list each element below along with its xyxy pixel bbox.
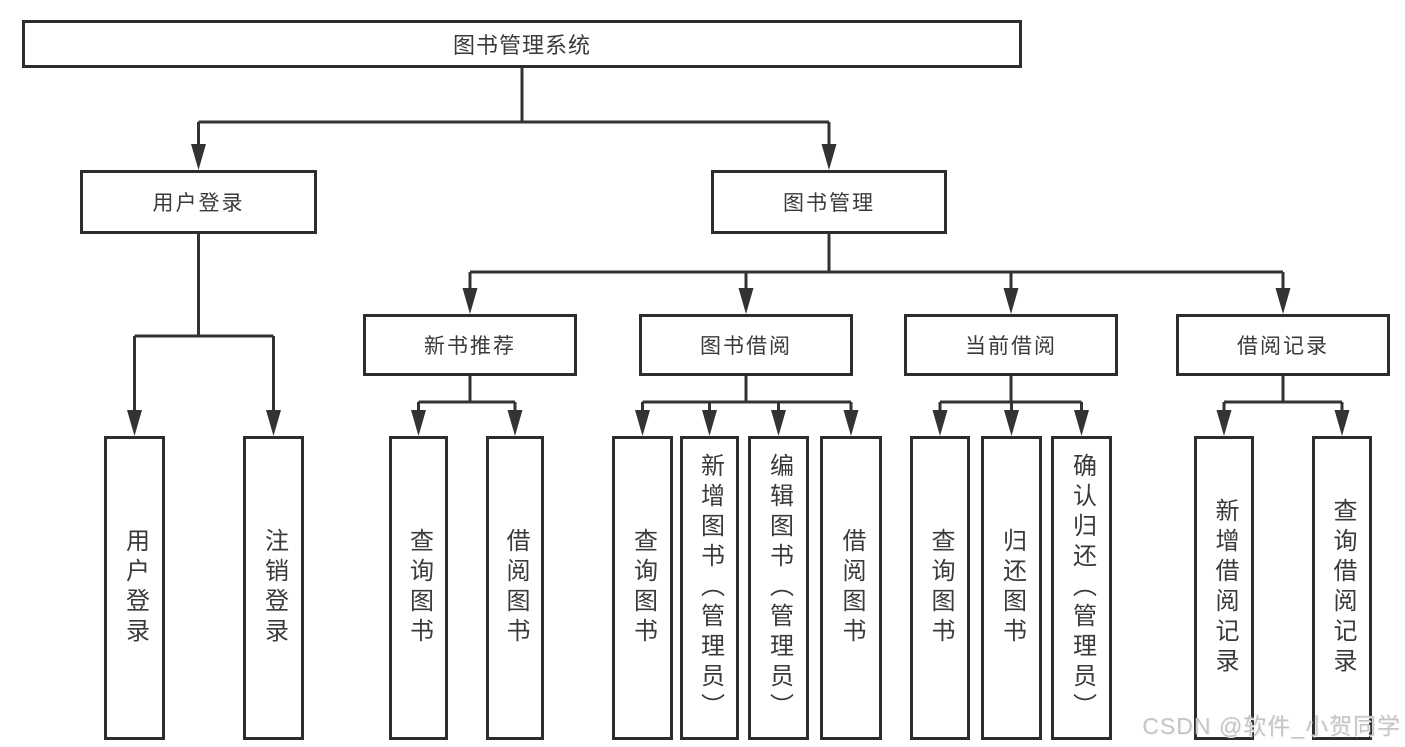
node-label: 用户登录 [152,192,245,215]
leaf-label: 查询图书 [927,528,954,648]
leaf-label: 查询借阅记录 [1329,498,1356,678]
node-root-system: 图书管理系统 [22,20,1022,68]
leaf-label: 查询图书 [629,528,657,648]
connector-borrow-record-to-leaves [1216,376,1350,436]
leaf-query-books-current: 查询图书 [910,436,970,740]
leaf-label: 新增图书（管理员） [696,453,724,723]
leaf-confirm-return-admin: 确认归还（管理员） [1051,436,1112,740]
node-label: 借阅记录 [1237,335,1329,358]
leaf-query-borrow-record: 查询借阅记录 [1312,436,1372,740]
node-book-management: 图书管理 [711,170,947,234]
connector-book-management-to-modules [462,234,1291,314]
leaf-add-books-admin: 新增图书（管理员） [680,436,739,740]
node-user-login: 用户登录 [80,170,317,234]
leaf-user-login: 用户登录 [104,436,165,740]
connector-book-borrow-to-leaves [635,376,859,436]
leaf-borrow-books-recommend: 借阅图书 [486,436,544,740]
leaf-borrow-books: 借阅图书 [820,436,882,740]
leaf-query-books-borrow: 查询图书 [612,436,673,740]
leaf-query-books-recommend: 查询图书 [389,436,448,740]
connector-new-book-to-leaves [411,376,523,436]
leaf-return-books: 归还图书 [981,436,1042,740]
leaf-logout-login: 注销登录 [243,436,304,740]
leaf-label: 借阅图书 [502,528,529,648]
leaf-label: 确认归还（管理员） [1068,453,1096,723]
node-label: 新书推荐 [424,335,516,358]
node-label: 当前借阅 [965,335,1057,358]
node-label: 图书管理 [783,192,875,215]
leaf-label: 编辑图书（管理员） [765,453,793,723]
connector-current-borrow-to-leaves [932,376,1089,436]
leaf-label: 查询图书 [405,528,433,648]
node-current-borrow: 当前借阅 [904,314,1118,376]
leaf-label: 注销登录 [260,528,288,648]
node-book-borrow: 图书借阅 [639,314,853,376]
connector-root-to-branches [191,68,837,170]
node-new-book-recommend: 新书推荐 [363,314,577,376]
node-borrow-records: 借阅记录 [1176,314,1390,376]
leaf-label: 借阅图书 [838,528,865,648]
leaf-add-borrow-record: 新增借阅记录 [1194,436,1254,740]
leaf-label: 新增借阅记录 [1211,498,1238,678]
node-label: 图书借阅 [700,335,792,358]
leaf-label: 归还图书 [998,528,1026,648]
connector-user-login-to-leaves [127,234,281,436]
leaf-edit-books-admin: 编辑图书（管理员） [748,436,809,740]
leaf-label: 用户登录 [121,528,149,648]
node-label: 图书管理系统 [452,33,591,58]
